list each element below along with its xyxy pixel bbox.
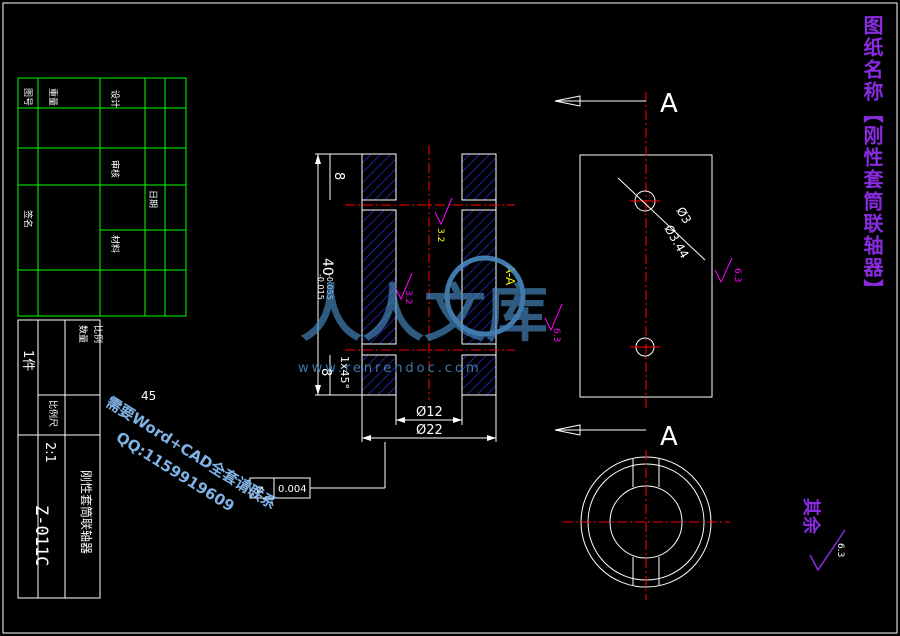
dim-bore: Ø12 xyxy=(416,405,443,420)
tb-label-sign: 签名 xyxy=(22,210,34,228)
tb-quantity: 1件 xyxy=(20,350,35,371)
dim-total-length: 40 xyxy=(319,258,335,276)
watermark-url: www.renrendoc.com xyxy=(298,361,482,376)
general-roughness-label: 其余 xyxy=(800,498,822,535)
roughness-r2: 3.2 xyxy=(403,290,413,304)
material-note: 45 xyxy=(141,389,156,403)
tb-label-no: 图号 xyxy=(22,88,33,106)
tb-drawing-no: Z-011C xyxy=(31,505,51,566)
dim-bottom-length: 8 xyxy=(318,368,333,376)
tb-part-name: 刚性套筒联轴器 xyxy=(79,470,94,554)
tb-label-design: 设计 xyxy=(109,90,121,108)
roughness-r1: 3.2 xyxy=(435,228,445,242)
tb-label-review: 审核 xyxy=(109,160,121,178)
roughness-r3: 6.3 xyxy=(732,268,742,282)
dim-tol-lower: -0.055 xyxy=(325,274,334,300)
title-block: 设计 审核 日期 材料 数量 比例 图号 签名 重量 比例尺 1件 2:1 Z-… xyxy=(17,77,187,599)
watermark-logo: 人人文库 xyxy=(300,277,548,350)
dim-tol-upper: -0.015 xyxy=(316,274,325,300)
dim-hole2: Ø3.44 xyxy=(661,223,691,261)
tb-scale: 2:1 xyxy=(42,442,57,463)
section-mark-top: A xyxy=(660,89,678,119)
general-roughness-value: 6.3 xyxy=(835,543,845,557)
dim-outer: Ø22 xyxy=(416,423,443,438)
tb-label-date: 日期 xyxy=(147,190,158,208)
tb-label-material: 材料 xyxy=(109,235,121,253)
promo-watermark: 需要Word+CAD全套请联系 QQ:1159919609 xyxy=(103,393,280,515)
side-view: A A Ø3 Ø3.44 6.3 xyxy=(554,89,742,452)
roughness-r4: 6.3 xyxy=(551,328,561,342)
dim-hole: Ø3 xyxy=(673,205,694,227)
tb-label-weight: 重量 xyxy=(47,88,59,106)
end-view xyxy=(563,450,730,600)
tol-value: 0.004 xyxy=(278,484,307,495)
section-mark-bottom: A xyxy=(660,422,678,452)
section-view: 8 40 -0.015 -0.055 8 1x45° Ø12 Ø22 A-A 3… xyxy=(249,145,563,499)
side-title: 图纸名称【刚性套筒联轴器】 xyxy=(860,15,884,301)
dim-top-length: 8 xyxy=(331,172,346,180)
tb-label-scale: 比例 xyxy=(92,325,104,343)
tb-label-ratio: 比例尺 xyxy=(47,400,59,427)
watermark: 人人文库 www.renrendoc.com xyxy=(298,255,548,376)
dim-chamfer: 1x45° xyxy=(338,356,351,389)
tol-symbol: ⌀ xyxy=(256,482,264,497)
tb-label-qty: 数量 xyxy=(77,325,89,343)
